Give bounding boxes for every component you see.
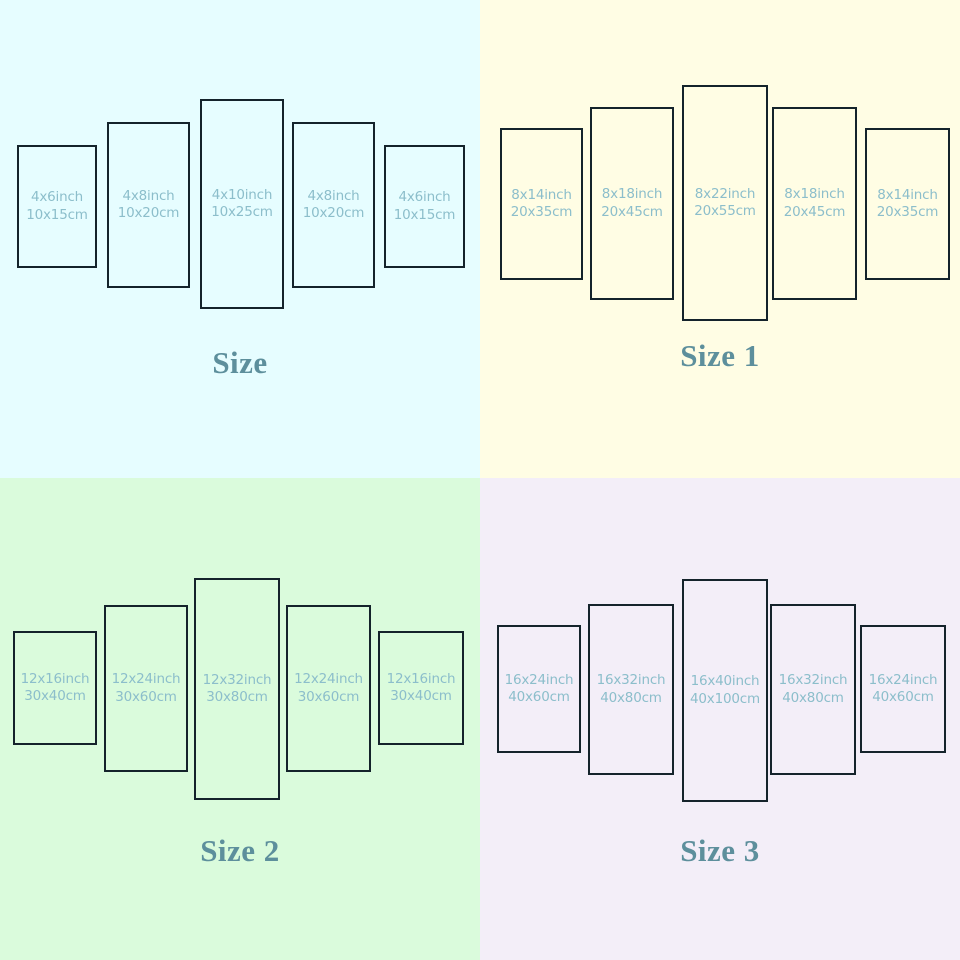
- panel-size-cm: 20x35cm: [876, 204, 939, 220]
- panel-size-inches: 12x32inch: [202, 671, 272, 688]
- panel-size-cm: 40x100cm: [690, 690, 760, 707]
- panel-size-inches: 4x6inch: [30, 189, 84, 206]
- panel-size-inches: 4x10inch: [211, 186, 273, 203]
- panel-size-cm: 30x40cm: [390, 688, 452, 704]
- panel-size-cm: 10x20cm: [117, 205, 180, 221]
- panel-size-cm: 20x35cm: [510, 204, 573, 220]
- panel-size-inches: 4x6inch: [398, 189, 451, 206]
- panel-size-inches: 12x16inch: [20, 670, 90, 687]
- panel-size-inches: 16x40inch: [690, 673, 760, 690]
- panel-size-cm: 40x80cm: [782, 689, 844, 706]
- panel-size-inches: 4x8inch: [122, 187, 175, 204]
- panel-size-inches: 4x8inch: [307, 187, 360, 204]
- panel-size-cm: 20x45cm: [601, 203, 663, 220]
- panel-size-inches: 12x24inch: [111, 671, 181, 688]
- panel-size-cm: 10x20cm: [302, 205, 365, 221]
- panel-size-cm: 30x80cm: [206, 689, 268, 705]
- panel-size-cm: 40x60cm: [508, 689, 570, 705]
- panel-size-cm: 30x60cm: [115, 688, 177, 705]
- panel-size-inches: 8x18inch: [784, 186, 845, 203]
- panel-size-cm: 30x60cm: [297, 688, 360, 705]
- title-size: Size: [212, 345, 268, 380]
- panel-size-inches: 8x18inch: [601, 186, 663, 203]
- panel-size-cm: 40x80cm: [600, 689, 662, 706]
- panel-size-inches: 16x32inch: [778, 672, 848, 689]
- panel-size-cm: 20x45cm: [783, 203, 846, 220]
- title-size-1: Size 1: [680, 338, 760, 373]
- panel-size-inches: 8x22inch: [694, 185, 756, 202]
- panel-size-inches: 12x16inch: [386, 670, 456, 687]
- panel-size-inches: 12x24inch: [294, 671, 363, 688]
- panel-size-cm: 20x55cm: [694, 203, 756, 219]
- panel-size-inches: 16x24inch: [868, 671, 938, 688]
- title-size-2: Size 2: [200, 833, 280, 868]
- panel-size-cm: 10x15cm: [26, 206, 88, 223]
- panel-size-inches: 8x14inch: [511, 186, 572, 203]
- panel-size-inches: 16x24inch: [504, 671, 574, 688]
- panel-size-cm: 40x60cm: [872, 689, 934, 705]
- panel-size-cm: 30x40cm: [24, 688, 86, 704]
- panel-size-cm: 10x15cm: [393, 206, 456, 223]
- title-size-3: Size 3: [680, 833, 760, 868]
- panel-size-cm: 10x25cm: [211, 204, 273, 220]
- panel-size-inches: 16x32inch: [596, 672, 666, 689]
- panel-size-inches: 8x14inch: [877, 186, 938, 203]
